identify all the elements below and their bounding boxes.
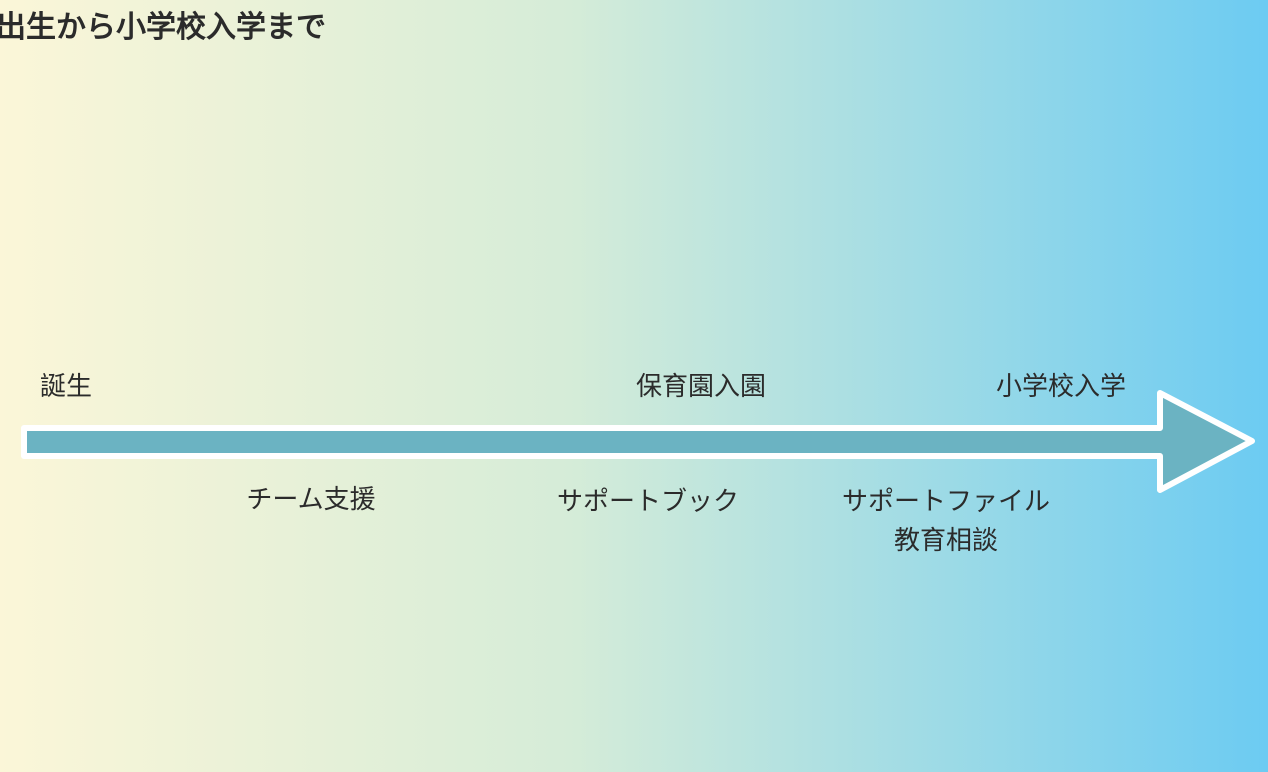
support-book: サポートブック xyxy=(556,487,740,517)
support-team: チーム支援 xyxy=(246,485,376,515)
milestone-birth: 誕生 xyxy=(40,372,93,402)
support-consultation: 教育相談 xyxy=(893,526,999,556)
support-file: サポートファイル xyxy=(841,487,1051,517)
timeline-arrow xyxy=(21,390,1255,493)
milestone-nursery-entry: 保育園入園 xyxy=(635,372,767,402)
page-title: 出生から小学校入学まで xyxy=(0,10,326,45)
milestone-school-entry: 小学校入学 xyxy=(995,372,1127,402)
